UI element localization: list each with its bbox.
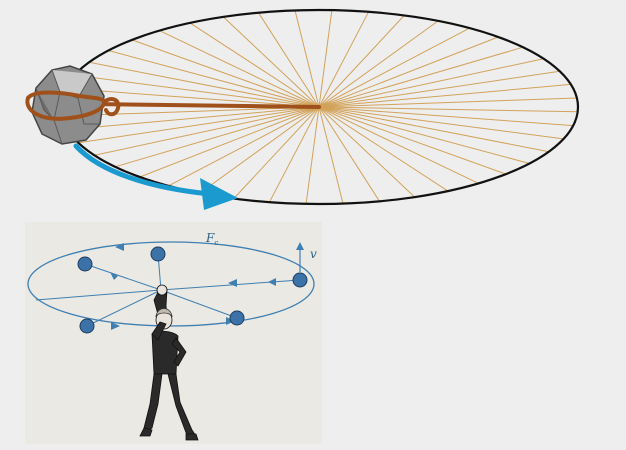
radial-ray <box>199 106 320 194</box>
radial-ray <box>318 106 564 140</box>
radial-ray <box>139 106 320 178</box>
radial-ray <box>318 46 524 108</box>
radial-ray <box>222 16 320 108</box>
radial-ray <box>318 10 333 108</box>
radial-ray <box>318 20 439 108</box>
radial-ray <box>268 106 320 203</box>
radial-ray <box>94 106 320 156</box>
radial-ray <box>89 61 320 108</box>
radial-ray <box>318 97 577 108</box>
radial-ray <box>318 106 549 153</box>
radial-ray <box>318 70 560 108</box>
radial-ray <box>159 30 320 108</box>
velocity-label: v <box>310 247 317 261</box>
ball <box>150 246 166 262</box>
ball <box>77 256 93 272</box>
radial-ray <box>318 106 574 127</box>
rock-on-string-figure <box>25 8 580 210</box>
radial-ray <box>74 74 320 108</box>
rope <box>90 102 321 109</box>
radial-ray <box>318 106 449 192</box>
radial-ray <box>318 58 544 108</box>
radial-ray <box>318 106 380 202</box>
radial-ray <box>305 106 320 204</box>
ball <box>79 318 95 334</box>
radial-ray <box>189 22 320 108</box>
velocity-arrow <box>73 143 238 210</box>
radial-strings <box>35 253 301 327</box>
radial-ray <box>318 106 344 204</box>
radial-ray <box>318 106 578 113</box>
radial-ray <box>114 106 320 168</box>
radial-ray <box>318 106 507 175</box>
radial-ray <box>318 106 416 198</box>
person-figure <box>139 284 199 441</box>
radial-ray <box>318 27 470 108</box>
radial-ray <box>78 106 320 144</box>
radial-ray <box>258 12 320 108</box>
radial-ray <box>318 106 479 184</box>
radial-ray <box>131 39 320 108</box>
radial-ray <box>64 87 320 108</box>
ball <box>292 272 308 288</box>
radial-ray <box>318 11 370 108</box>
radial-ray <box>318 36 499 108</box>
force-label: Fc <box>205 231 218 247</box>
radial-ray <box>318 106 530 164</box>
swinging-ball-figure: Fc v <box>25 222 322 444</box>
balls <box>77 246 308 334</box>
radial-ray <box>61 106 320 117</box>
radial-ray <box>233 106 320 199</box>
radial-ray <box>318 15 405 108</box>
velocity-tick <box>296 242 304 272</box>
centripetal-arrows <box>110 272 276 286</box>
radial-ray <box>294 10 320 108</box>
ball <box>229 310 245 326</box>
radial-ray <box>67 106 320 131</box>
radial-ray <box>108 50 320 108</box>
orbit-ellipse <box>27 241 315 327</box>
radial-ray <box>168 106 320 187</box>
rope-loop <box>25 90 121 121</box>
rock <box>31 65 105 145</box>
radial-ray <box>318 83 571 108</box>
radial-rays <box>61 10 578 204</box>
